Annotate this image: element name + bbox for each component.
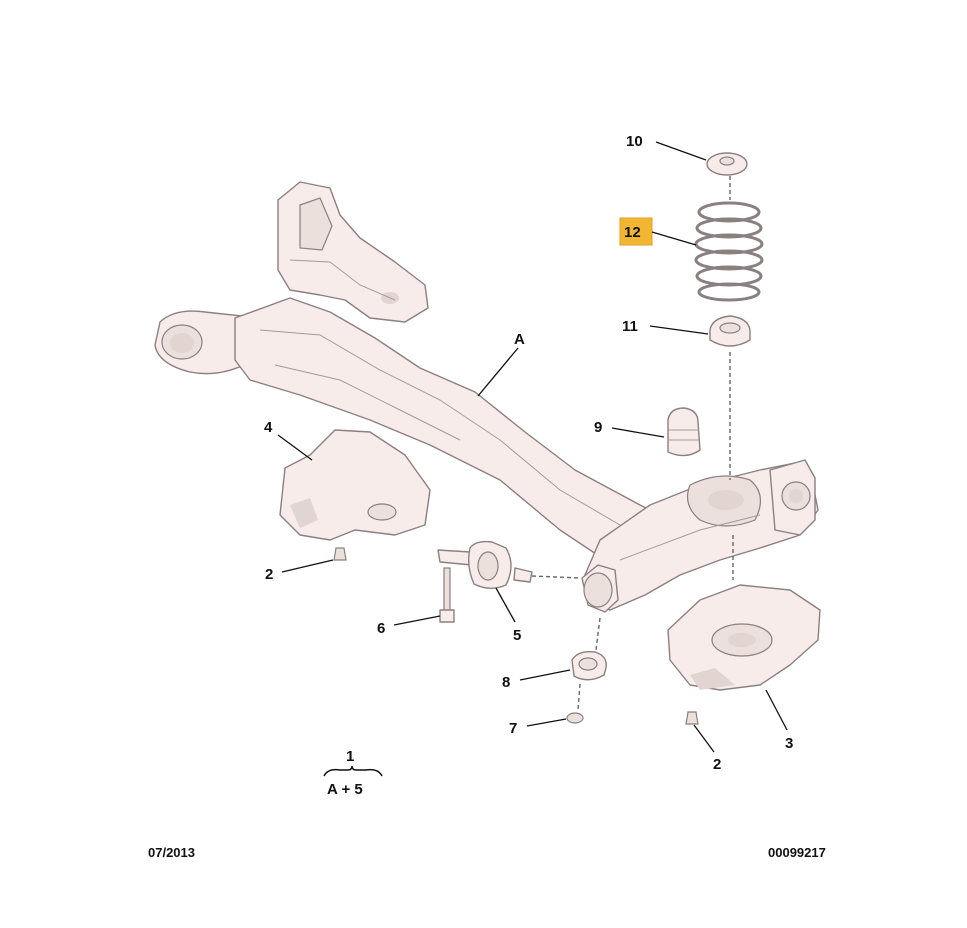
callout-4: 4 (264, 419, 313, 461)
spring-lower-seat (709, 315, 751, 347)
callout-2-left-label: 2 (265, 566, 273, 583)
bump-stop (667, 407, 701, 457)
callout-11: 11 (622, 318, 709, 335)
coil-spring (694, 201, 764, 302)
callout-9-label: 9 (594, 419, 602, 436)
callout-11-label: 11 (622, 318, 638, 335)
callout-7: 7 (509, 718, 567, 737)
screw-left (333, 547, 347, 561)
callout-12-highlight (619, 217, 653, 246)
callout-5-label: 5 (513, 627, 521, 644)
callout-A-label: A (514, 331, 525, 348)
callout-8: 8 (502, 669, 571, 691)
lower-bushing (571, 617, 607, 681)
group-legend: 1 A + 5 (323, 748, 383, 798)
right-shield (667, 584, 821, 691)
callout-A: A (477, 331, 525, 397)
bushing-bracket (437, 540, 581, 589)
washer-nut (566, 683, 584, 724)
callout-7-label: 7 (509, 720, 517, 737)
callout-2-right-label: 2 (713, 756, 721, 773)
callout-4-label: 4 (264, 419, 273, 436)
footer-reference-number: 00099217 (768, 845, 826, 860)
callout-5: 5 (495, 587, 521, 644)
callout-10: 10 (626, 133, 707, 161)
group-composition: A + 5 (327, 781, 363, 798)
callout-3-label: 3 (785, 735, 793, 752)
callout-12-label: 12 (624, 224, 641, 241)
spring-upper-seat (706, 152, 748, 176)
footer-date: 07/2013 (148, 845, 195, 860)
rear-axle-beam (154, 181, 819, 613)
callout-2-right: 2 (693, 724, 721, 773)
group-brace (323, 765, 383, 777)
callout-12: 12 (619, 217, 697, 246)
callout-6-label: 6 (377, 620, 385, 637)
callout-2-left: 2 (265, 559, 334, 583)
left-shield (279, 429, 431, 541)
long-bolt (439, 567, 455, 623)
callout-8-label: 8 (502, 674, 510, 691)
screw-right (685, 711, 699, 725)
callout-9: 9 (594, 419, 665, 438)
callout-6: 6 (377, 615, 441, 637)
callout-3: 3 (765, 689, 793, 752)
callout-10-label: 10 (626, 133, 643, 150)
group-number: 1 (346, 748, 354, 765)
